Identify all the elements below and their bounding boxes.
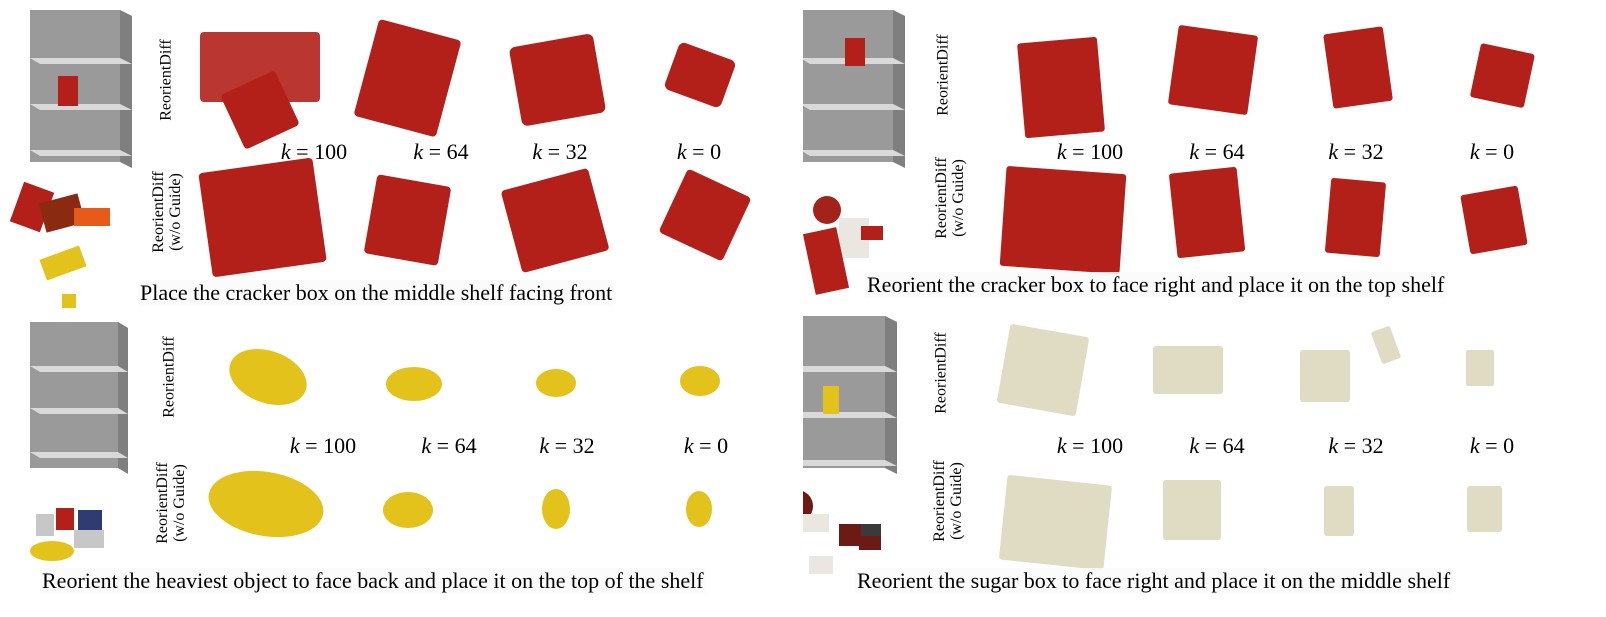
k-label-0: k = 0 xyxy=(1469,433,1515,458)
k-label-100: k = 100 xyxy=(1056,433,1124,458)
panel-cracker-top-shelf: ReorientDiff ReorientDiff(w/o Guide) k =… xyxy=(803,0,1606,308)
shelf-graphic xyxy=(803,316,897,474)
row-label-reorientdiff-wo-guide: ReorientDiff(w/o Guide) xyxy=(154,462,188,544)
tabletop-objects xyxy=(9,181,110,308)
shelf-graphic xyxy=(30,322,128,474)
caption: Reorient the cracker box to face right a… xyxy=(865,272,1447,298)
k-label-32: k = 32 xyxy=(539,433,595,458)
row2-samples xyxy=(208,470,712,538)
row1-samples xyxy=(1017,25,1535,139)
shelf-graphic xyxy=(803,10,905,168)
k-label-32: k = 32 xyxy=(532,139,588,164)
tabletop-objects xyxy=(30,508,104,561)
row1-samples xyxy=(200,19,736,149)
k-label-32: k = 32 xyxy=(1328,139,1384,164)
scene-illustrations xyxy=(803,10,1535,295)
k-label-0: k = 0 xyxy=(676,139,722,164)
row-label-reorientdiff: ReorientDiff xyxy=(934,34,952,116)
k-label-64: k = 64 xyxy=(1189,139,1245,164)
panel-cracker-middle-shelf: ReorientDiff ReorientDiff(w/o Guide) k =… xyxy=(0,0,803,308)
caption: Reorient the sugar box to face right and… xyxy=(855,568,1453,594)
panel-heaviest-object: ReorientDiff ReorientDiff(w/o Guide) k =… xyxy=(0,308,803,616)
row1-samples xyxy=(997,324,1494,416)
row2-samples xyxy=(999,475,1502,571)
scene-illustrations xyxy=(30,322,720,561)
k-label-100: k = 100 xyxy=(280,139,348,164)
row-label-reorientdiff: ReorientDiff xyxy=(157,39,175,121)
scene-illustrations xyxy=(803,316,1502,574)
row-label-reorientdiff: ReorientDiff xyxy=(932,332,950,414)
row-label-reorientdiff-wo-guide: ReorientDiff(w/o Guide) xyxy=(150,171,184,253)
tabletop-objects xyxy=(803,196,883,295)
k-label-64: k = 64 xyxy=(413,139,469,164)
scene-illustrations xyxy=(9,10,751,308)
k-label-0: k = 0 xyxy=(683,433,729,458)
k-label-64: k = 64 xyxy=(421,433,477,458)
caption: Place the cracker box on the middle shel… xyxy=(138,280,615,306)
row1-samples xyxy=(229,348,720,406)
k-label-100: k = 100 xyxy=(289,433,357,458)
k-label-64: k = 64 xyxy=(1189,433,1245,458)
row2-samples xyxy=(198,157,751,277)
row-label-reorientdiff-wo-guide: ReorientDiff(w/o Guide) xyxy=(933,157,967,239)
k-label-0: k = 0 xyxy=(1469,139,1515,164)
k-label-100: k = 100 xyxy=(1056,139,1124,164)
shelf-graphic xyxy=(30,10,132,168)
k-label-32: k = 32 xyxy=(1328,433,1384,458)
tabletop-objects xyxy=(803,491,881,574)
row-label-reorientdiff: ReorientDiff xyxy=(160,336,178,418)
row2-samples xyxy=(999,166,1528,274)
caption: Reorient the heaviest object to face bac… xyxy=(40,568,706,594)
panel-sugar-box: ReorientDiff ReorientDiff(w/o Guide) k =… xyxy=(803,308,1606,616)
row-label-reorientdiff-wo-guide: ReorientDiff(w/o Guide) xyxy=(931,460,965,542)
